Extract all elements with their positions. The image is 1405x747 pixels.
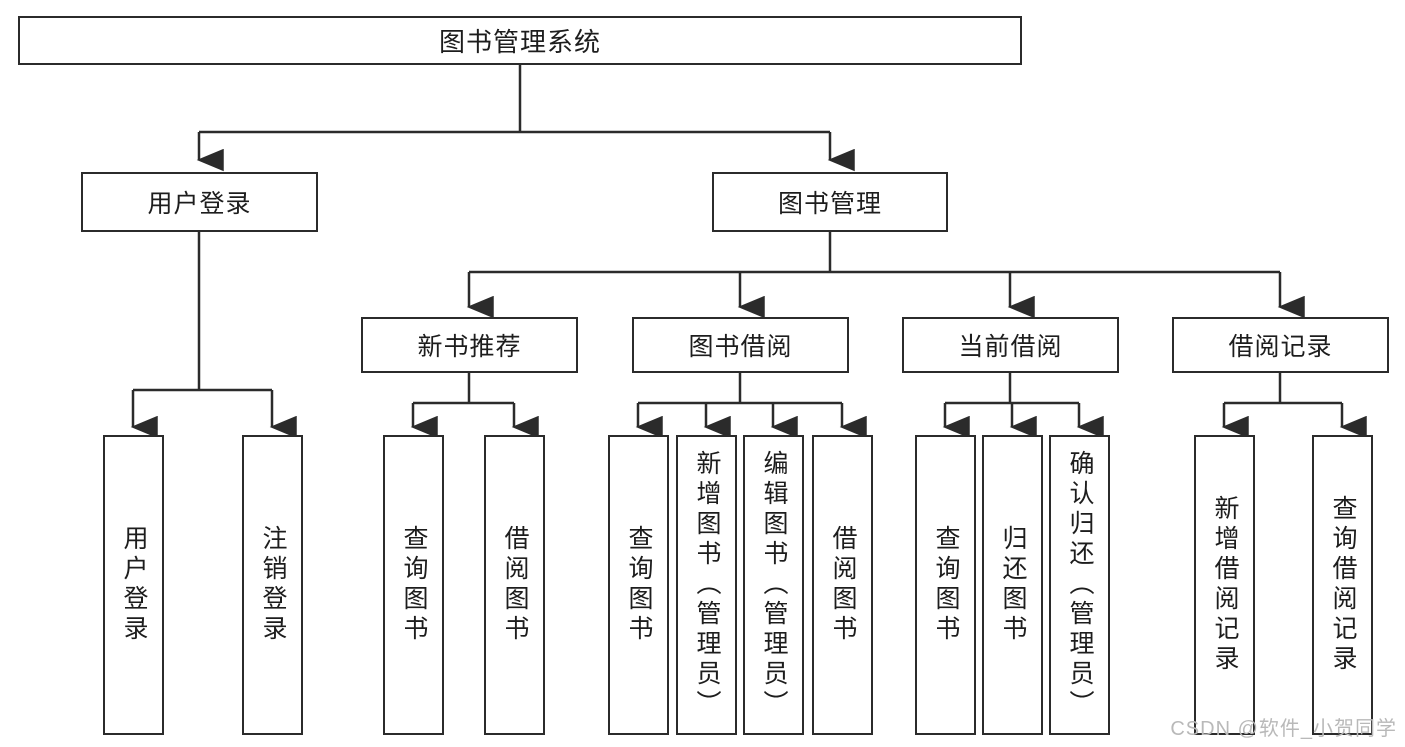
node-label: 归还图书 bbox=[999, 525, 1027, 645]
node-label: 确认归还（管理员） bbox=[1066, 450, 1094, 720]
node-root-system[interactable]: 图书管理系统 bbox=[18, 16, 1022, 65]
leaf-borrow-borrow-book[interactable]: 借阅图书 bbox=[812, 435, 873, 735]
leaf-current-return-book[interactable]: 归还图书 bbox=[982, 435, 1043, 735]
leaf-record-query-record[interactable]: 查询借阅记录 bbox=[1312, 435, 1373, 735]
node-label: 当前借阅 bbox=[958, 333, 1063, 361]
leaf-user-login-login[interactable]: 用户登录 bbox=[103, 435, 164, 735]
leaf-borrow-query-book[interactable]: 查询图书 bbox=[608, 435, 669, 735]
node-label: 查询借阅记录 bbox=[1329, 495, 1357, 675]
watermark-text: CSDN @软件_小贺同学 bbox=[1170, 718, 1397, 740]
leaf-recommend-query-book[interactable]: 查询图书 bbox=[383, 435, 444, 735]
node-label: 查询图书 bbox=[625, 525, 653, 645]
node-current-borrow[interactable]: 当前借阅 bbox=[902, 317, 1119, 373]
node-label: 编辑图书（管理员） bbox=[760, 450, 788, 720]
node-book-management[interactable]: 图书管理 bbox=[712, 172, 948, 232]
node-label: 新增图书（管理员） bbox=[693, 450, 721, 720]
node-label: 查询图书 bbox=[932, 525, 960, 645]
leaf-recommend-borrow-book[interactable]: 借阅图书 bbox=[484, 435, 545, 735]
leaf-user-login-logout[interactable]: 注销登录 bbox=[242, 435, 303, 735]
node-label: 图书借阅 bbox=[688, 333, 793, 361]
node-label: 借阅记录 bbox=[1228, 333, 1333, 361]
leaf-borrow-add-book-admin[interactable]: 新增图书（管理员） bbox=[676, 435, 737, 735]
node-new-book-recommend[interactable]: 新书推荐 bbox=[361, 317, 578, 373]
leaf-borrow-edit-book-admin[interactable]: 编辑图书（管理员） bbox=[743, 435, 804, 735]
leaf-current-confirm-return-admin[interactable]: 确认归还（管理员） bbox=[1049, 435, 1110, 735]
node-label: 图书管理系统 bbox=[438, 27, 601, 57]
node-label: 新增借阅记录 bbox=[1211, 495, 1239, 675]
node-user-login[interactable]: 用户登录 bbox=[81, 172, 318, 232]
node-label: 借阅图书 bbox=[829, 525, 857, 645]
node-borrow-record[interactable]: 借阅记录 bbox=[1172, 317, 1389, 373]
node-label: 用户登录 bbox=[120, 525, 148, 645]
node-label: 注销登录 bbox=[259, 525, 287, 645]
node-label: 用户登录 bbox=[147, 190, 252, 218]
node-label: 新书推荐 bbox=[417, 333, 522, 361]
node-book-borrow[interactable]: 图书借阅 bbox=[632, 317, 849, 373]
leaf-current-query-book[interactable]: 查询图书 bbox=[915, 435, 976, 735]
leaf-record-add-record[interactable]: 新增借阅记录 bbox=[1194, 435, 1255, 735]
node-label: 图书管理 bbox=[777, 190, 882, 218]
node-label: 查询图书 bbox=[400, 525, 428, 645]
node-label: 借阅图书 bbox=[501, 525, 529, 645]
